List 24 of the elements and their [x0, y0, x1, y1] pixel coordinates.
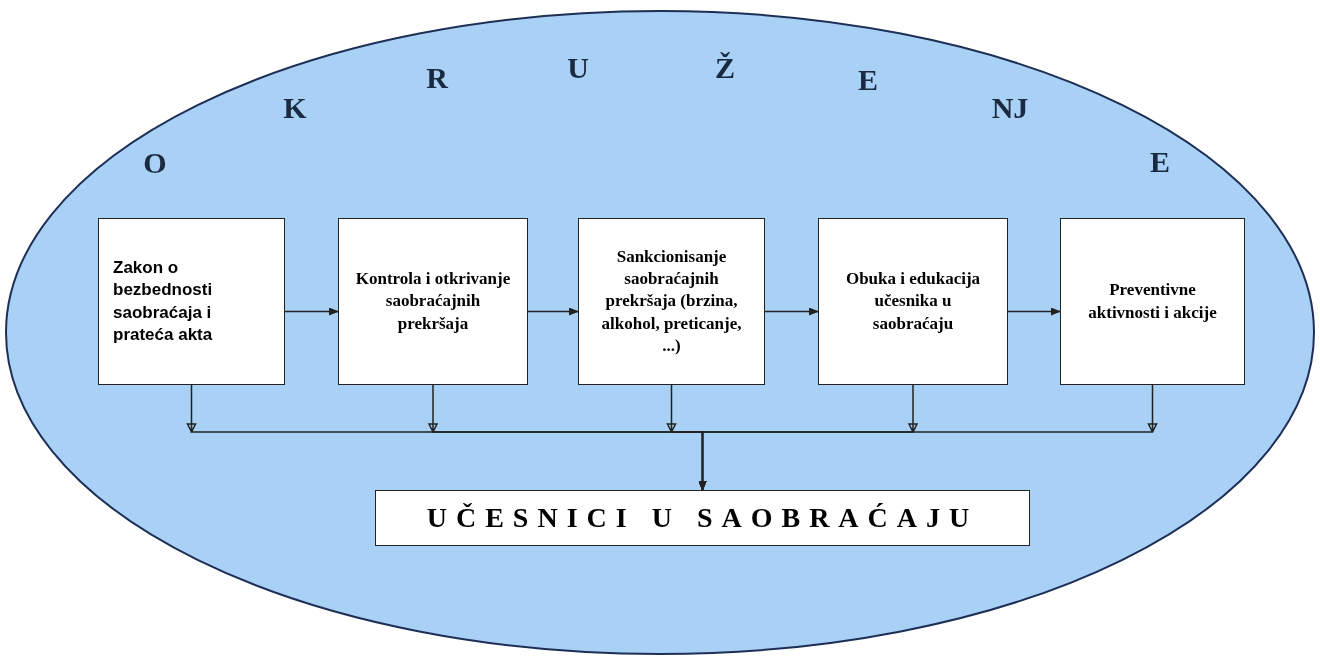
box-text: Sankcionisanje saobraćajnih prekršaja (brzina, alkohol, preticanje, ...)	[600, 246, 743, 357]
box-text: Kontrola i otkrivanje saobraćajnih prekršaja	[354, 268, 512, 335]
arrow	[1007, 307, 1061, 316]
ellipse-letter: U	[567, 51, 589, 85]
arrow	[527, 307, 579, 316]
arrow	[764, 307, 819, 316]
process-box	[338, 218, 528, 385]
process-box	[818, 218, 1008, 385]
box-text: Zakon o bezbednosti saobraćaja i prateća akta	[113, 257, 214, 346]
process-box	[1060, 218, 1245, 385]
box-text: Preventivne aktivnosti i akcije	[1087, 279, 1218, 324]
ellipse-letter: NJ	[991, 91, 1029, 125]
title-box	[375, 490, 1030, 546]
box-text: Obuka i edukacija učesnika u saobraćaju	[844, 268, 982, 335]
arrow	[284, 307, 339, 316]
ellipse-letter: O	[143, 146, 167, 180]
ellipse-letter: Ž	[715, 51, 735, 85]
ellipse-letter: E	[858, 63, 878, 97]
box-text: UČESNICI U SAOBRAĆAJU	[426, 500, 979, 535]
ellipse-letter: R	[426, 61, 448, 95]
process-box	[578, 218, 765, 385]
ellipse-letter: K	[283, 91, 307, 125]
ellipse-letter: E	[1150, 145, 1170, 179]
process-box	[98, 218, 285, 385]
